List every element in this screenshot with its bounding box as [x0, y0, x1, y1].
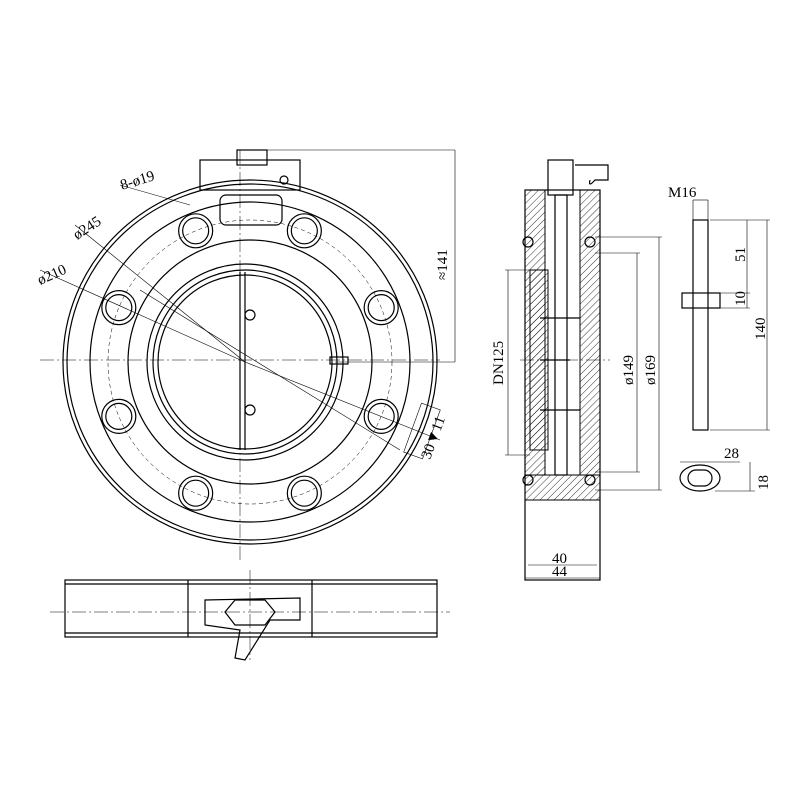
label-dia-149: ø149: [621, 355, 637, 385]
bottom-view: [50, 570, 450, 661]
bolt-hole: [101, 398, 137, 434]
bolt-hole: [367, 402, 395, 430]
label-len-10: 10: [733, 291, 749, 306]
bolt-hole: [101, 290, 137, 326]
bolt-hole: [178, 213, 214, 249]
bolt-hole: [363, 290, 399, 326]
bolt-hole: [182, 479, 210, 507]
side-view: DN125 ø149 ø169 40 44: [491, 159, 662, 581]
label-width-44: 44: [552, 564, 568, 580]
label-pcd: ø210: [35, 262, 69, 289]
label-thread: M16: [668, 185, 697, 201]
bolt-hole: [286, 213, 322, 249]
bolt-hole: [105, 294, 133, 322]
bolt-hole: [286, 475, 322, 511]
label-key-28: 28: [724, 446, 739, 462]
label-key-18: 18: [756, 475, 772, 490]
label-bolt-slot: 30▼11: [419, 414, 449, 461]
label-len-51: 51: [733, 247, 749, 262]
bolt-hole: [363, 398, 399, 434]
bolt-hole: [182, 217, 210, 245]
label-width-40: 40: [552, 551, 567, 567]
bolt-hole: [367, 294, 395, 322]
bolt-hole: [105, 402, 133, 430]
label-len-140: 140: [753, 318, 769, 341]
label-nominal: DN125: [491, 341, 507, 385]
bolt-hole: [290, 479, 318, 507]
front-view: 8-ø19 ø245 ø210 ≈141 30▼11: [35, 149, 456, 560]
label-height: ≈141: [435, 249, 451, 280]
label-dia-169: ø169: [643, 355, 659, 385]
label-outer-dia: ø245: [70, 214, 104, 244]
bolt-hole: [178, 475, 214, 511]
stem-view: M16 51 10 140 28 18: [668, 185, 772, 492]
bolt-hole: [290, 217, 318, 245]
